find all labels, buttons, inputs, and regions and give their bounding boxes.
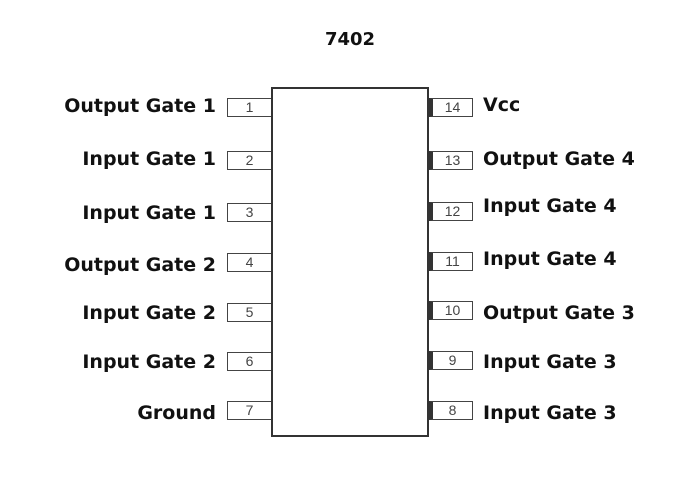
pin-1-label: Output Gate 1 (64, 95, 216, 117)
pin-9: 9 (429, 351, 473, 370)
pin-13: 13 (429, 151, 473, 170)
pin-13-label: Output Gate 4 (483, 148, 635, 170)
pin-11-label: Input Gate 4 (483, 248, 617, 270)
pin-9-label: Input Gate 3 (483, 351, 617, 373)
pin-8: 8 (429, 401, 473, 420)
pin-12: 12 (429, 202, 473, 221)
pin-2-label: Input Gate 1 (82, 148, 216, 170)
pin-4: 4 (227, 253, 271, 272)
pin-5-label: Input Gate 2 (82, 302, 216, 324)
pin-7-label: Ground (137, 402, 216, 424)
pin-5: 5 (227, 303, 271, 322)
pin-2: 2 (227, 151, 271, 170)
pin-6-label: Input Gate 2 (82, 351, 216, 373)
pin-8-label: Input Gate 3 (483, 402, 617, 424)
pin-10-label: Output Gate 3 (483, 302, 635, 324)
pin-12-label: Input Gate 4 (483, 195, 617, 217)
pin-3: 3 (227, 203, 271, 222)
chip-body (271, 87, 429, 437)
chip-title: 7402 (324, 29, 376, 50)
pin-6: 6 (227, 352, 271, 371)
pin-4-label: Output Gate 2 (64, 254, 216, 276)
pin-14: 14 (429, 98, 473, 117)
pin-10: 10 (429, 301, 473, 320)
pin-1: 1 (227, 98, 271, 117)
pin-7: 7 (227, 401, 271, 420)
pin-11: 11 (429, 252, 473, 271)
pin-14-label: Vcc (483, 94, 521, 116)
pin-3-label: Input Gate 1 (82, 202, 216, 224)
